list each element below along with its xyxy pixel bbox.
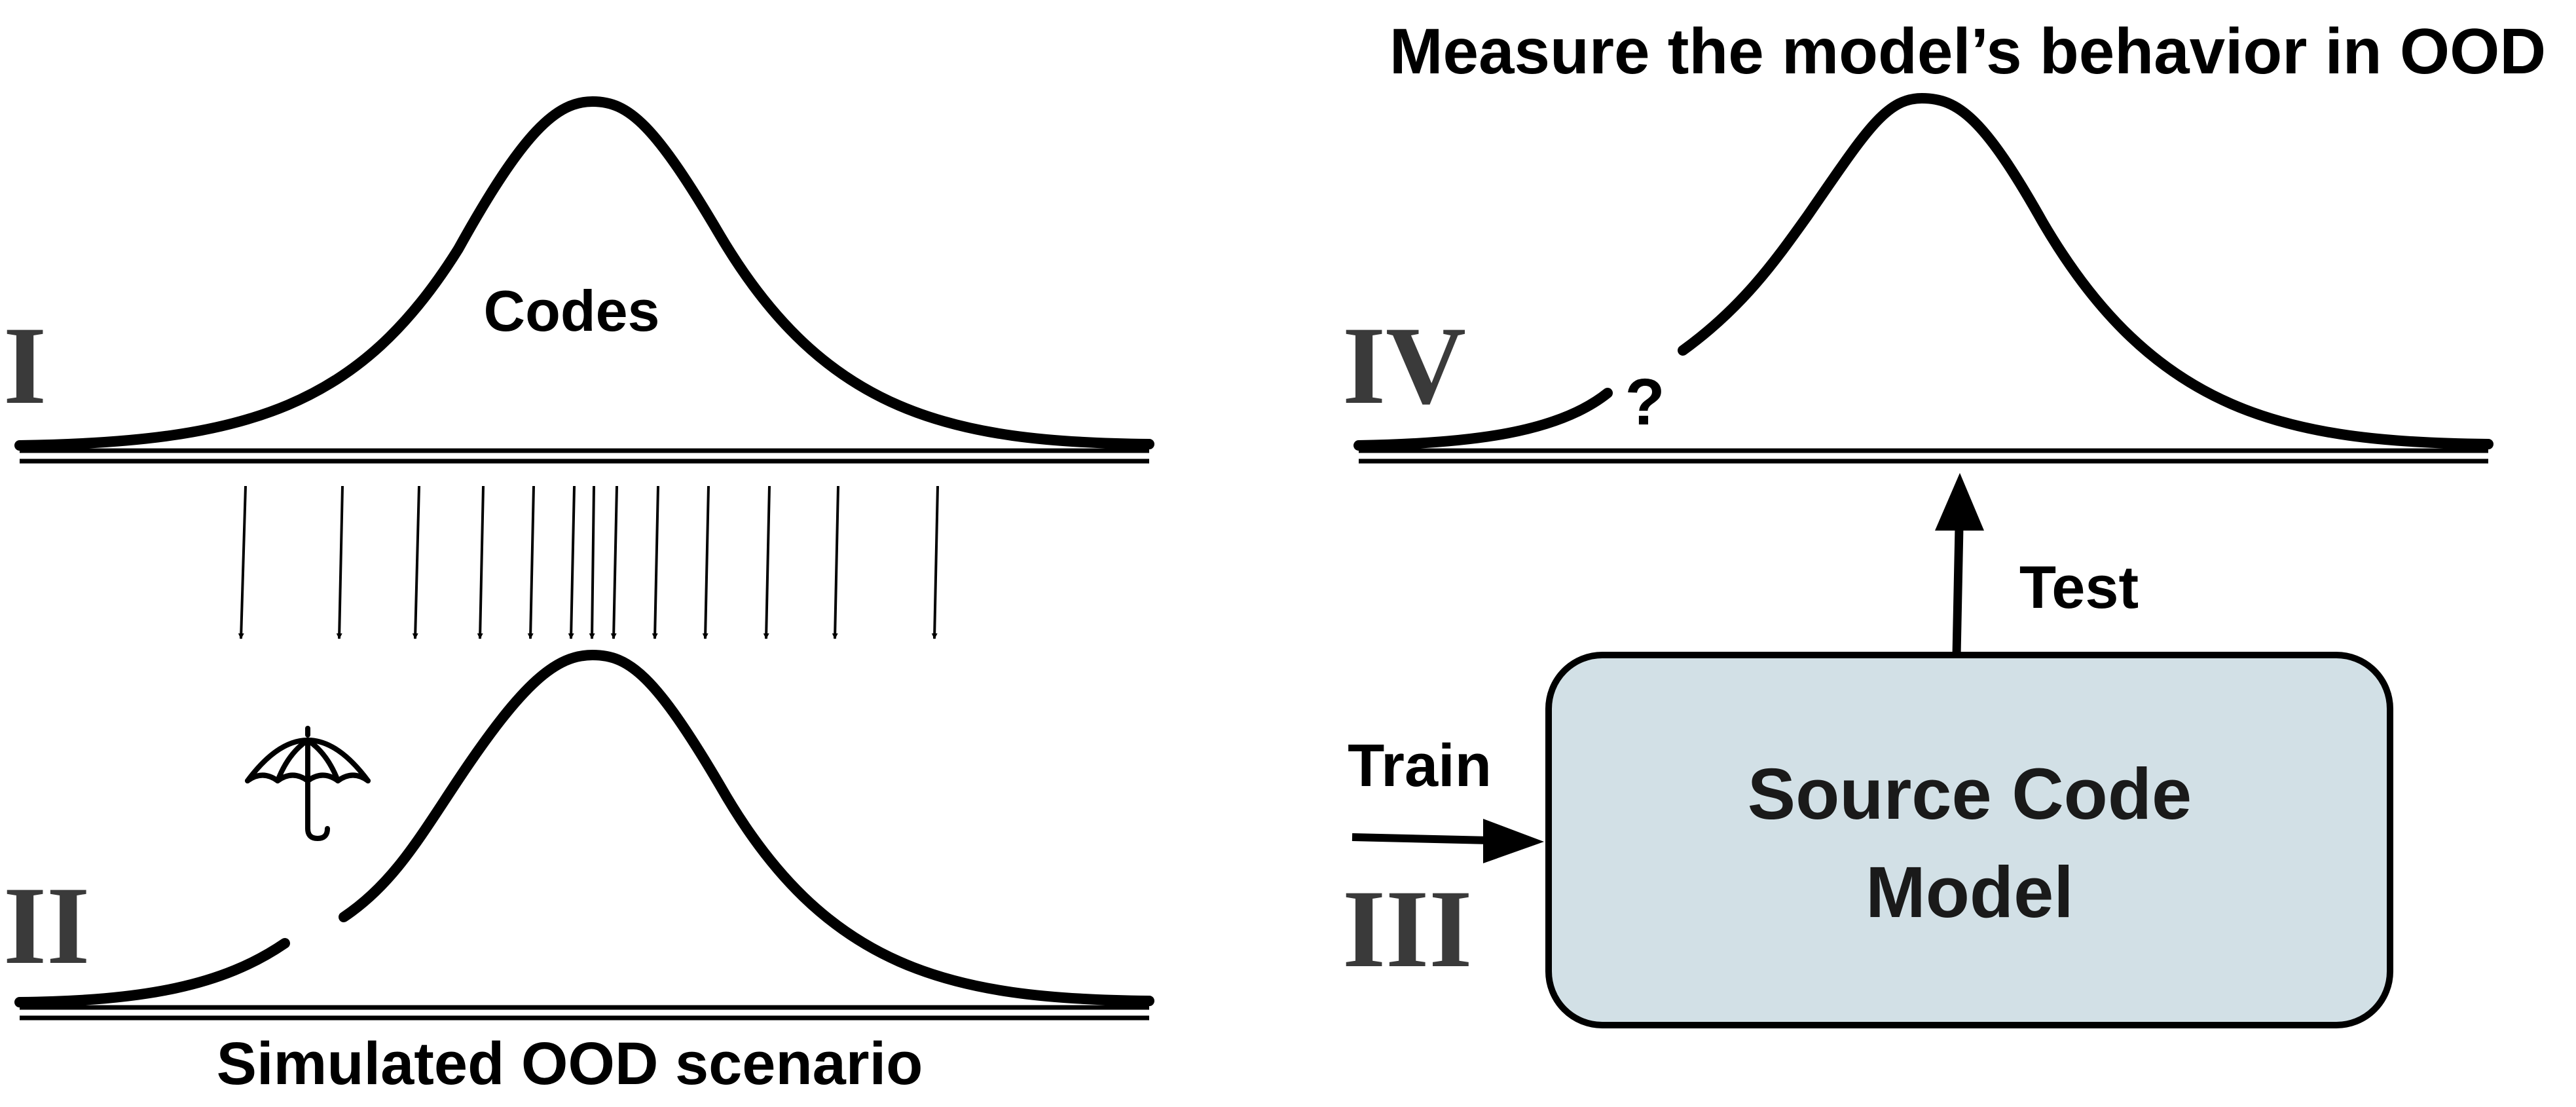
- panel-4-curve-main: [1678, 92, 2493, 449]
- panel-2-curve-main: [339, 649, 1154, 1006]
- sampling-arrow: [610, 485, 618, 639]
- panel-2-caption: Simulated OOD scenario: [217, 1030, 923, 1097]
- sampling-arrow: [763, 485, 771, 639]
- sampling-arrow: [568, 485, 576, 639]
- sampling-arrow: [336, 485, 344, 639]
- panel-4-unknown-marker: ?: [1625, 366, 1665, 439]
- sampling-arrow: [832, 485, 839, 639]
- panel-2-curve-left-tail: [14, 938, 290, 1007]
- sampling-arrow: [238, 485, 247, 639]
- model-box-line-1: Source Code: [1748, 754, 2192, 835]
- train-arrow-label: Train: [1348, 732, 1492, 799]
- train-arrow-shaft: [1352, 833, 1490, 844]
- panel-1-distribution-curve: [14, 96, 1154, 451]
- sampling-arrow: [412, 485, 420, 639]
- panel-2: II Simulated OOD scenario: [3, 649, 1154, 1097]
- sampling-arrow: [652, 485, 659, 639]
- panel-4: Measure the model’s behavior in OOD IV ?…: [1342, 15, 2546, 656]
- panel-4-title: Measure the model’s behavior in OOD: [1389, 15, 2546, 87]
- panel-2-numeral: II: [3, 864, 90, 987]
- sampling-arrow: [527, 485, 535, 639]
- panel-1: I Codes: [3, 96, 1154, 464]
- panel-4-curve-left-tail: [1353, 388, 1613, 451]
- test-arrow-shaft: [1952, 527, 1964, 656]
- sampling-arrows: [238, 485, 939, 639]
- test-arrow-label: Test: [2019, 554, 2139, 621]
- model-box-line-2: Model: [1866, 852, 2074, 933]
- panel-3-numeral: III: [1342, 867, 1472, 990]
- panel-1-curve-label: Codes: [484, 278, 660, 343]
- panel-1-numeral: I: [3, 304, 46, 427]
- source-code-model-box: [1545, 652, 2393, 1028]
- sampling-arrow: [702, 485, 710, 639]
- test-arrow-head: [1935, 473, 1984, 531]
- panel-3: III Train Source Code Model: [1342, 652, 2393, 1028]
- sampling-arrow: [931, 485, 939, 639]
- panel-4-numeral: IV: [1342, 304, 1466, 427]
- sampling-arrow: [477, 485, 485, 639]
- sampling-arrow: [589, 485, 595, 639]
- umbrella-icon: [245, 726, 371, 841]
- train-arrow-head: [1483, 819, 1544, 863]
